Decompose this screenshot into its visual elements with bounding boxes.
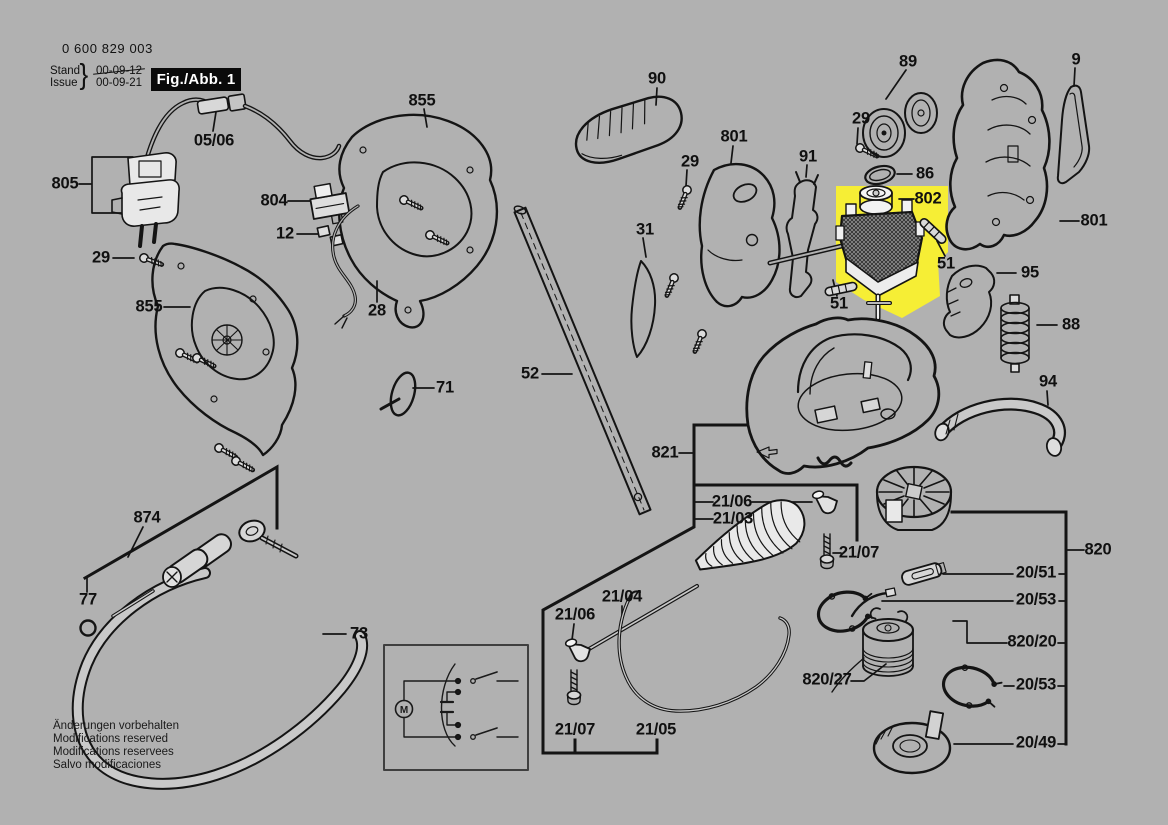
elbow-fitting-drawing xyxy=(564,638,591,663)
motor-drawing xyxy=(835,185,925,321)
wire-guard-drawing xyxy=(617,590,791,713)
clip-drawing xyxy=(824,281,858,297)
superseded-date: 00-09-12 xyxy=(96,65,143,77)
spring-drawing xyxy=(1000,294,1030,373)
callout-31: 31 xyxy=(636,220,654,239)
internal-wire-drawing xyxy=(331,204,360,329)
spool-cover-drawing xyxy=(872,710,952,775)
callout-855: 855 xyxy=(408,91,436,110)
issue-label: Issue xyxy=(50,76,78,89)
fan-pulley-drawing xyxy=(862,92,938,158)
callout-29: 29 xyxy=(92,248,110,267)
o-ring-drawing xyxy=(79,619,97,637)
aux-handle-drawing xyxy=(934,397,1066,457)
link-rod-drawing xyxy=(587,584,699,651)
callout-88: 88 xyxy=(1062,315,1080,334)
callout-89: 89 xyxy=(899,52,917,71)
callout-86: 86 xyxy=(916,164,934,183)
group-brackets xyxy=(82,423,1068,755)
revision-dates: 00-09-12 00-09-21 xyxy=(96,65,143,89)
revision-brace: } xyxy=(79,59,89,91)
parts-artwork: M xyxy=(71,58,1091,790)
callout-29: 29 xyxy=(852,109,870,128)
spool-housing-drawing xyxy=(875,465,953,531)
callout-804: 804 xyxy=(260,191,288,210)
callout-29: 29 xyxy=(681,152,699,171)
callout-20-53: 20/53 xyxy=(1015,675,1057,694)
bearing-bracket-drawing xyxy=(942,264,996,339)
figure-label-badge: Fig./Abb. 1 xyxy=(151,68,241,91)
lever-drawing xyxy=(767,171,849,298)
pin-loop-drawing xyxy=(379,371,417,417)
deflector-drawing xyxy=(630,260,657,358)
callout-12: 12 xyxy=(276,224,294,243)
callout-801: 801 xyxy=(720,127,748,146)
motor-housing-rear-drawing xyxy=(945,58,1051,251)
callout-9: 9 xyxy=(1071,50,1081,69)
callout-51: 51 xyxy=(830,294,848,313)
gasket-drawing xyxy=(1056,84,1091,185)
bellows-spring-drawing xyxy=(694,499,806,571)
callout-21-06: 21/06 xyxy=(554,605,596,624)
callout-820: 820 xyxy=(1084,540,1112,559)
callout-801: 801 xyxy=(1080,211,1108,230)
callout-820-20: 820/20 xyxy=(1007,632,1057,651)
callout-820-27: 820/27 xyxy=(802,670,852,689)
switch-drawing xyxy=(309,182,351,225)
wire-terminal-drawing xyxy=(850,587,897,618)
callout-20-53: 20/53 xyxy=(1015,590,1057,609)
callout-821: 821 xyxy=(651,443,679,462)
callout-20-51: 20/51 xyxy=(1015,563,1057,582)
callout-802: 802 xyxy=(914,189,942,208)
line-spool-drawing xyxy=(831,607,914,693)
callout-805: 805 xyxy=(51,174,79,193)
callout-73: 73 xyxy=(350,624,368,643)
mains-plug-drawing xyxy=(111,152,180,248)
motor-housing-front-drawing xyxy=(698,162,781,308)
callout-95: 95 xyxy=(1021,263,1039,282)
callout-28: 28 xyxy=(368,301,386,320)
callout-21-05: 21/05 xyxy=(635,720,677,739)
modifications-notice: Änderungen vorbehalten Modifications res… xyxy=(53,720,179,772)
notice-line-en: Modifications reserved xyxy=(53,733,169,745)
stand-label: Stand xyxy=(50,65,81,77)
notice-line-es: Salvo modificaciones xyxy=(53,759,162,771)
callout-21-06: 21/06 xyxy=(711,492,753,511)
callout-20-49: 20/49 xyxy=(1015,733,1057,752)
callout-94: 94 xyxy=(1039,372,1057,391)
callout-874: 874 xyxy=(133,508,161,527)
callout-52: 52 xyxy=(521,364,539,383)
callout-90: 90 xyxy=(648,69,666,88)
notice-line-de: Änderungen vorbehalten xyxy=(53,720,179,732)
callout-21-07: 21/07 xyxy=(838,543,880,562)
base-housing-drawing xyxy=(745,316,941,475)
slider-plate-drawing xyxy=(901,562,947,586)
schematic-motor-label: M xyxy=(400,705,408,716)
callout-21-07: 21/07 xyxy=(554,720,596,739)
loop-handle-drawing xyxy=(71,519,369,790)
handle-housing-right-drawing xyxy=(338,113,498,329)
callout-21-03: 21/03 xyxy=(712,509,754,528)
handle-housing-left-drawing xyxy=(151,242,299,457)
clip-drawing xyxy=(919,218,947,244)
callout-77: 77 xyxy=(79,590,97,609)
issue-date: 00-09-21 xyxy=(96,76,143,89)
callout-855: 855 xyxy=(135,297,163,316)
callout-21-04: 21/04 xyxy=(601,587,643,606)
grip-cover-drawing xyxy=(574,95,683,164)
clamp-pin-drawing xyxy=(111,589,155,618)
callout-05-06: 05/06 xyxy=(193,131,235,150)
document-part-number: 0 600 829 003 xyxy=(62,41,153,56)
shaft-tube-drawing xyxy=(513,205,652,516)
notice-line-fr: Modifications reservees xyxy=(53,746,174,758)
elbow-fitting-drawing xyxy=(811,490,838,515)
callout-91: 91 xyxy=(799,147,817,166)
revision-labels: Stand Issue xyxy=(50,65,81,89)
cord-clamp-drawing xyxy=(316,225,331,238)
wiring-schematic: M xyxy=(383,644,529,771)
callout-71: 71 xyxy=(436,378,454,397)
sealing-ring-drawing xyxy=(864,164,896,186)
callout-51: 51 xyxy=(937,254,955,273)
